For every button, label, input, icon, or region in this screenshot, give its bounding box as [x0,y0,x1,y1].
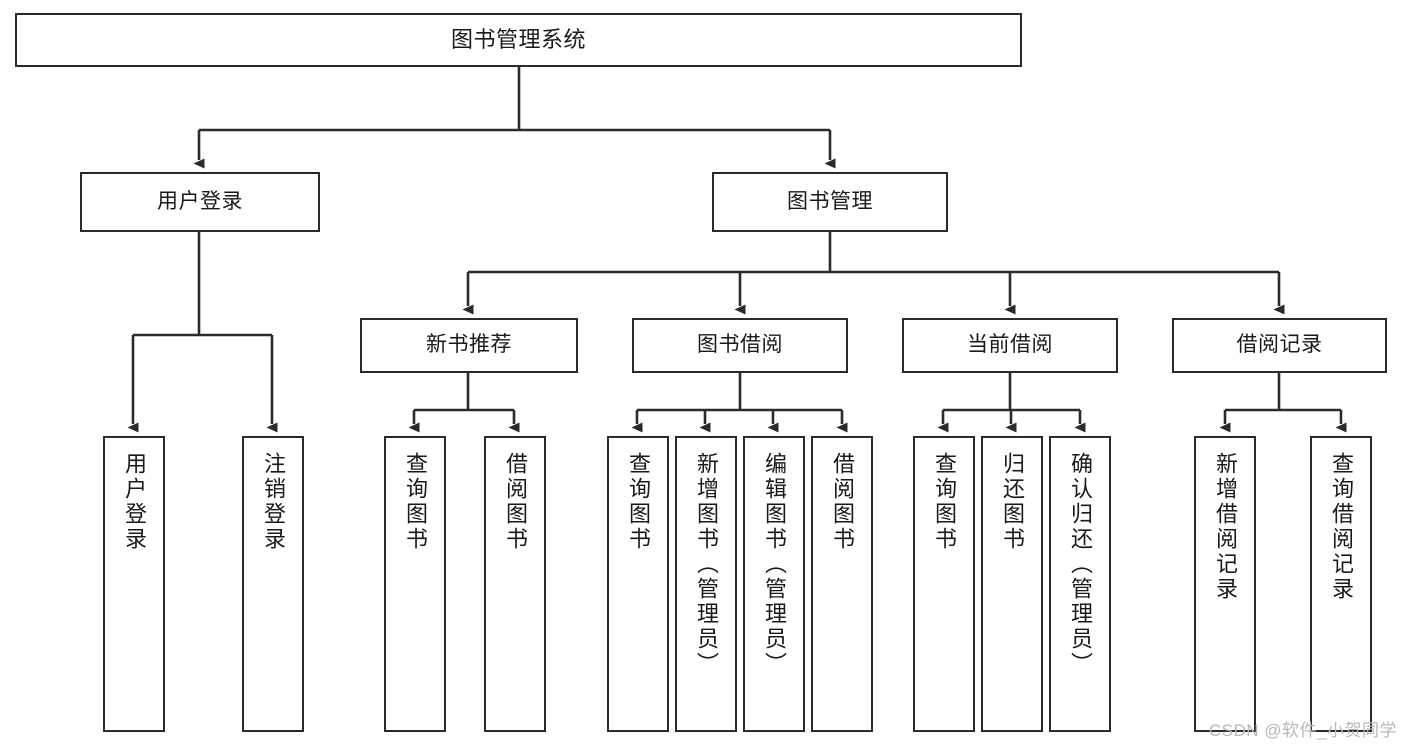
node-user-login[interactable]: 用户登录 [80,172,320,232]
node-leaf-confirm-return-label: 确认归还（管理员） [1068,452,1093,677]
node-leaf-query-book-current-label: 查询图书 [932,452,957,552]
node-leaf-confirm-return[interactable]: 确认归还（管理员） [1049,436,1111,732]
node-leaf-borrow-book[interactable]: 借阅图书 [811,436,873,732]
node-leaf-user-login-label: 用户登录 [122,452,147,552]
node-current-borrow[interactable]: 当前借阅 [902,318,1118,373]
node-root-label: 图书管理系统 [450,27,586,53]
node-book-borrow[interactable]: 图书借阅 [632,318,848,373]
node-user-login-label: 用户登录 [157,189,243,213]
node-leaf-add-record-label: 新增借阅记录 [1213,452,1238,602]
node-leaf-return-book[interactable]: 归还图书 [981,436,1043,732]
node-root[interactable]: 图书管理系统 [15,13,1022,67]
node-leaf-edit-book[interactable]: 编辑图书（管理员） [743,436,805,732]
node-leaf-query-book-borrow[interactable]: 查询图书 [607,436,669,732]
node-leaf-add-book[interactable]: 新增图书（管理员） [675,436,737,732]
node-leaf-edit-book-label: 编辑图书（管理员） [762,452,787,677]
node-borrow-record[interactable]: 借阅记录 [1172,318,1387,373]
node-borrow-record-label: 借阅记录 [1236,333,1323,357]
node-leaf-borrow-book-label: 借阅图书 [830,452,855,552]
node-leaf-user-login[interactable]: 用户登录 [103,436,165,732]
node-book-manage[interactable]: 图书管理 [712,172,948,232]
csdn-watermark: CSDN @软件_小贺同学 [1208,721,1397,740]
node-leaf-borrow-book-rec-label: 借阅图书 [503,452,528,552]
node-leaf-query-record-label: 查询借阅记录 [1329,452,1354,602]
node-leaf-borrow-book-rec[interactable]: 借阅图书 [484,436,546,732]
node-leaf-query-book-borrow-label: 查询图书 [626,452,651,552]
node-leaf-logout[interactable]: 注销登录 [242,436,304,732]
node-leaf-logout-label: 注销登录 [261,452,286,552]
node-book-manage-label: 图书管理 [787,189,873,213]
node-leaf-add-record[interactable]: 新增借阅记录 [1194,436,1256,732]
node-leaf-return-book-label: 归还图书 [1000,452,1025,552]
node-leaf-query-record[interactable]: 查询借阅记录 [1310,436,1372,732]
node-leaf-query-book-rec[interactable]: 查询图书 [384,436,446,732]
node-leaf-add-book-label: 新增图书（管理员） [694,452,719,677]
node-leaf-query-book-rec-label: 查询图书 [403,452,428,552]
node-current-borrow-label: 当前借阅 [967,333,1053,357]
node-new-book-recommend[interactable]: 新书推荐 [360,318,578,373]
node-book-borrow-label: 图书借阅 [697,333,783,357]
node-new-book-recommend-label: 新书推荐 [426,333,512,357]
node-leaf-query-book-current[interactable]: 查询图书 [913,436,975,732]
